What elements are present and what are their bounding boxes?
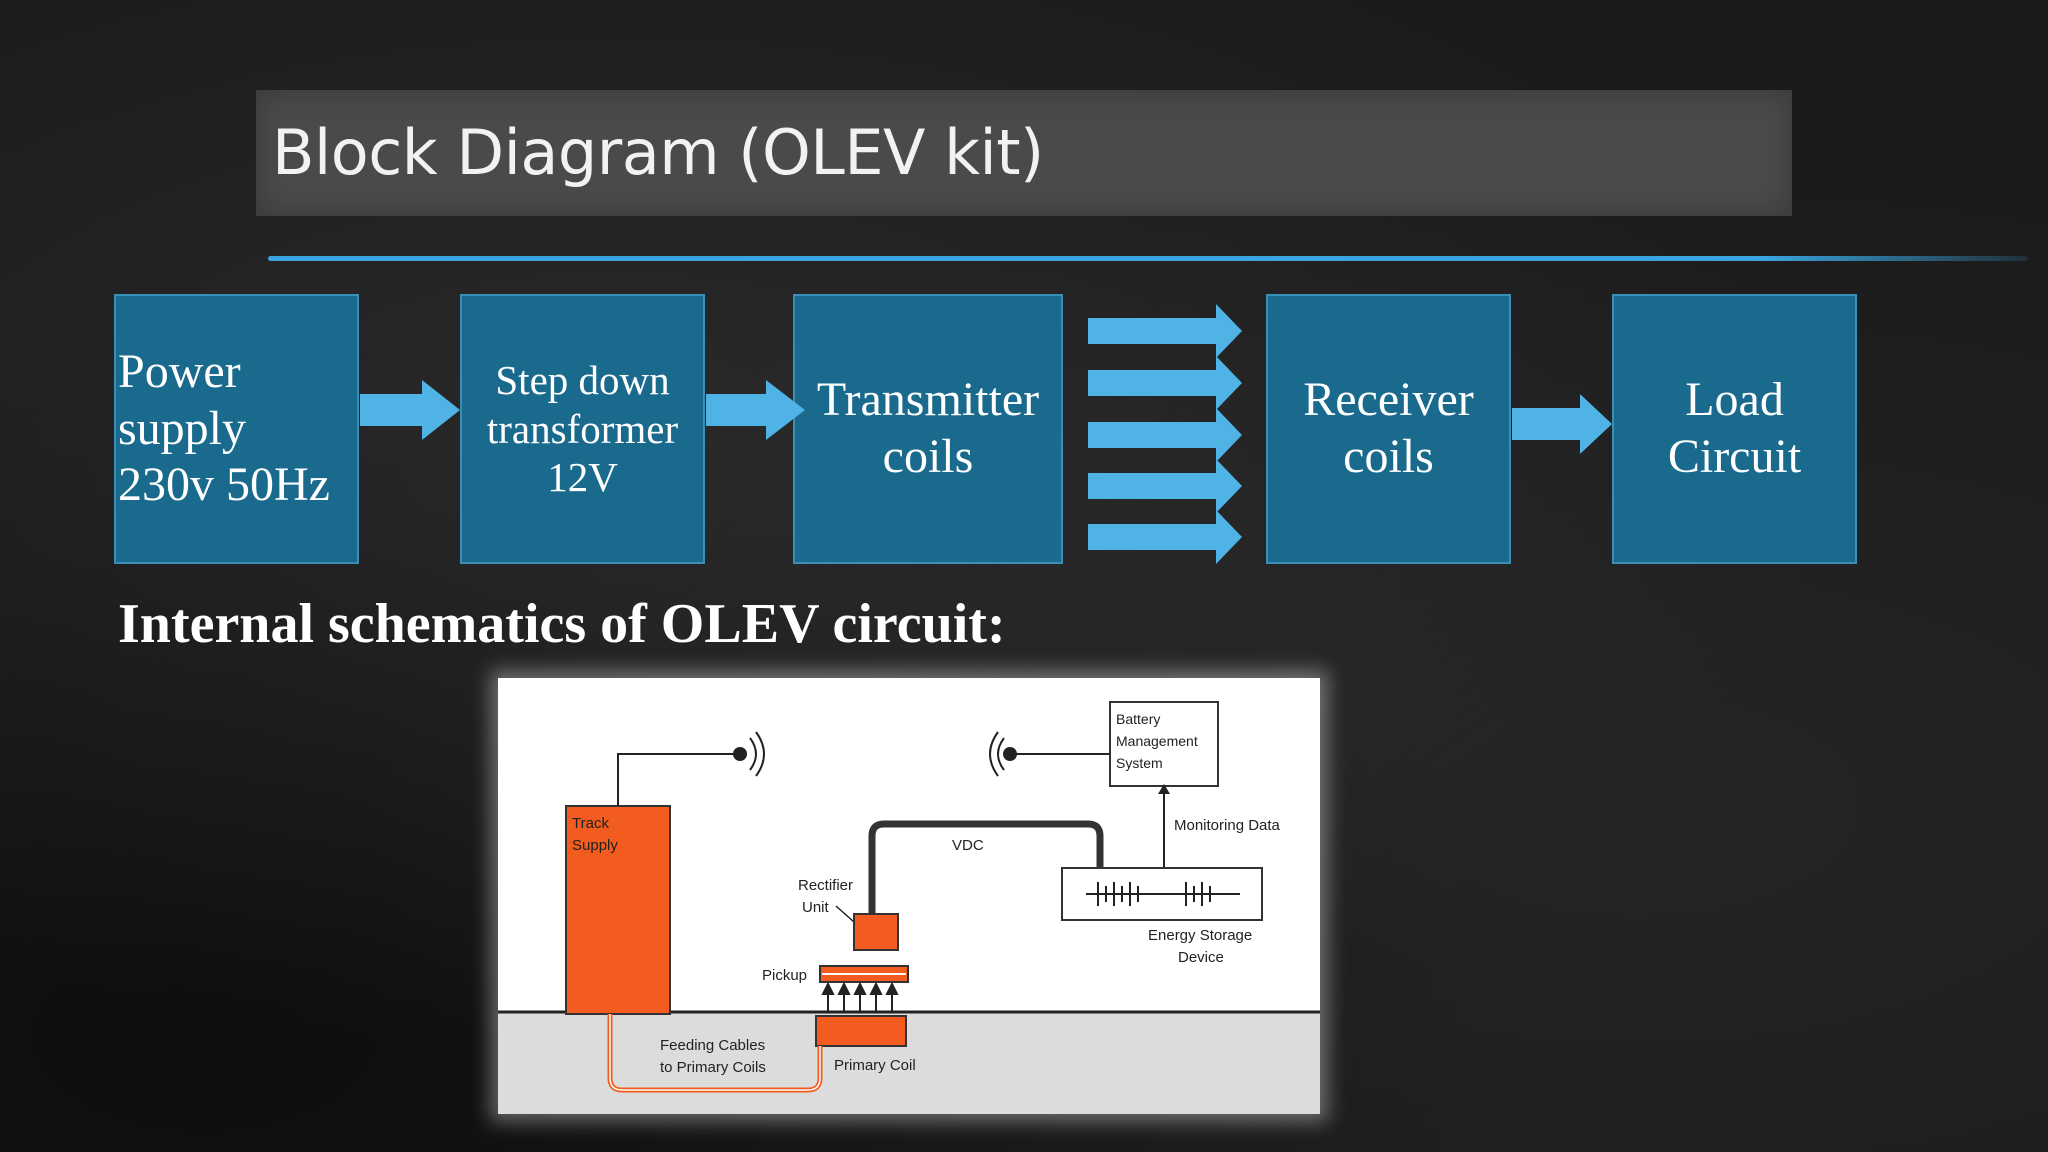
pickup-label: Pickup [762,967,807,984]
energy-storage-label: Energy Storage Device [1148,927,1256,966]
primary-coil-label: Primary Coil [834,1057,916,1074]
wireless-arrow-5 [1088,510,1242,564]
block-load-circuit-label: Load Circuit [1667,373,1802,483]
block-power-supply-label: Power supply 230v 50Hz [118,345,330,512]
schematic-heading: Internal schematics of OLEV circuit: [118,593,1006,655]
track-antenna-icon [733,747,747,761]
vdc-label: VDC [952,837,984,854]
block-transmitter-coils: Transmitter coils [793,294,1063,564]
rectifier-unit-label: Rectifier Unit [798,877,857,916]
track-supply-box [565,805,671,1015]
schematic-figure: Track Battery Management System Monitori… [498,678,1320,1114]
accent-divider [268,256,2028,261]
monitoring-data-label: Monitoring Data [1174,817,1281,834]
track-supply-label-2: Supply [572,837,618,854]
arrow-power-to-transformer [360,380,460,440]
arrow-transformer-to-transmitter [706,380,805,440]
wireless-arrow-1 [1088,304,1242,358]
vdc-cable [868,820,1104,914]
wireless-arrow-4 [1088,459,1242,513]
track-antenna-wire [617,753,738,806]
battery-management-label: Battery Management System [1116,711,1202,771]
block-power-supply: Power supply 230v 50Hz [114,294,359,564]
rectifier-unit-box [853,913,899,951]
block-receiver-coils-label: Receiver coils [1303,373,1474,483]
ground-area [498,1012,1320,1114]
bms-antenna-icon [997,737,1005,771]
block-transmitter-coils-label: Transmitter coils [816,373,1040,483]
wireless-arrow-3 [1088,408,1242,462]
arrow-receiver-to-load [1512,394,1612,454]
title-bar: Block Diagram (OLEV kit) [256,90,1792,216]
block-step-down-transformer: Step down transformer 12V [460,294,705,564]
feeding-cables-label: Feeding Cables to Primary Coils [660,1037,769,1076]
battery-cells-icon [1086,882,1240,906]
block-step-down-transformer-label: Step down transformer 12V [486,357,679,501]
track-supply-label: Track [572,815,609,832]
slide-title: Block Diagram (OLEV kit) [272,116,1044,189]
field-arrows [821,981,899,1012]
primary-coil-box [815,1015,907,1047]
block-load-circuit: Load Circuit [1612,294,1857,564]
block-receiver-coils: Receiver coils [1266,294,1511,564]
wireless-arrow-2 [1088,356,1242,410]
